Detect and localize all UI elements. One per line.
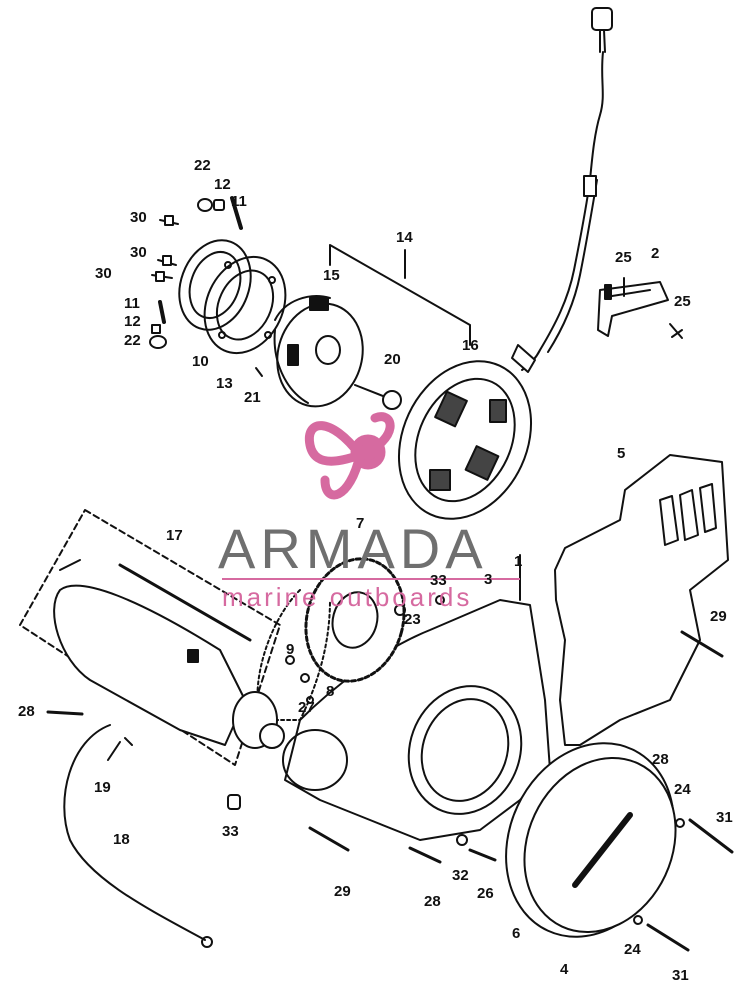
callout-26: 26: [477, 885, 494, 902]
part-8: [300, 673, 310, 683]
callout-10: 10: [192, 353, 209, 370]
bolt-28-bottom: [408, 846, 442, 864]
callout-28b: 28: [652, 751, 669, 768]
bolt-28-left: [46, 710, 84, 716]
callout-28c: 28: [424, 893, 441, 910]
part-9: [285, 655, 295, 665]
callout-24b: 24: [624, 941, 641, 958]
cable-18: [63, 724, 206, 941]
cover-5: [554, 454, 729, 746]
bolt-20: [354, 384, 402, 410]
callout-24a: 24: [674, 781, 691, 798]
side-cover-4: [523, 756, 677, 934]
callout-21: 21: [244, 389, 261, 406]
callout-30a: 30: [130, 209, 147, 226]
callout-25b: 25: [674, 293, 691, 310]
washer-24-lower: [633, 915, 643, 925]
bracket-2: [597, 277, 683, 339]
callout-15: 15: [323, 267, 340, 284]
callout-30b: 30: [130, 244, 147, 261]
wire-harness: [511, 7, 613, 373]
washer-32: [456, 834, 468, 846]
callout-20: 20: [384, 351, 401, 368]
callout-31a: 31: [716, 809, 733, 826]
callout-33b: 33: [222, 823, 239, 840]
starter-frame-17: [19, 509, 281, 766]
washer-24-upper: [675, 818, 685, 828]
callout-12b: 12: [124, 313, 141, 330]
callout-6: 6: [512, 925, 521, 942]
callout-9: 9: [286, 641, 295, 658]
bolt-26: [468, 848, 497, 862]
callout-30c: 30: [95, 265, 112, 282]
callout-27: 27: [298, 699, 315, 716]
callout-32: 32: [452, 867, 469, 884]
callout-11a: 11: [231, 193, 247, 210]
callout-1: 1: [514, 553, 523, 570]
callout-2: 2: [651, 245, 660, 262]
callout-22b: 22: [124, 332, 141, 349]
callout-22a: 22: [194, 157, 211, 174]
starter-motor: [53, 559, 285, 749]
callout-4: 4: [560, 961, 569, 978]
callout-5: 5: [617, 445, 626, 462]
callout-25a: 25: [615, 249, 632, 266]
rotor-15: [273, 295, 364, 408]
gasket-13: [203, 255, 287, 355]
leader-14: [329, 244, 471, 346]
bolt-29-bottom: [308, 826, 350, 852]
callout-29a: 29: [710, 608, 727, 625]
callout-16: 16: [462, 337, 479, 354]
part-27: [306, 696, 314, 704]
propeller-icon: [304, 412, 395, 500]
bolt-29-right: [680, 630, 724, 658]
callout-17: 17: [166, 527, 183, 544]
part-23: [394, 604, 406, 616]
callout-28a: 28: [18, 703, 35, 720]
callout-18: 18: [113, 831, 130, 848]
watermark-rule: [222, 578, 520, 580]
callout-14: 14: [396, 229, 413, 246]
callout-23: 23: [404, 611, 421, 628]
dowels-11-12-22: [149, 196, 243, 349]
callout-7: 7: [356, 515, 365, 532]
dowel-33: [227, 794, 241, 810]
key-21: [255, 367, 263, 377]
terminal-19: [107, 737, 133, 761]
bolt-31-lower: [646, 923, 690, 952]
watermark-brand: ARMADA: [218, 517, 488, 580]
bolt-31-upper: [688, 818, 734, 854]
sprocket-7: [304, 557, 406, 683]
plate-10: [178, 239, 252, 331]
callout-13: 13: [216, 375, 233, 392]
stator-16: [397, 360, 533, 520]
callout-12a: 12: [214, 176, 231, 193]
callout-8: 8: [326, 683, 335, 700]
screws-30: [151, 215, 179, 282]
callout-31b: 31: [672, 967, 689, 984]
callout-3: 3: [484, 571, 493, 588]
crankcase-cover-1: [282, 554, 551, 841]
dowel-33-upper: [435, 595, 445, 605]
callout-33a: 33: [430, 572, 447, 589]
callout-19: 19: [94, 779, 111, 796]
callout-29b: 29: [334, 883, 351, 900]
watermark-tagline: marine outboards: [222, 582, 473, 612]
cable-terminal: [201, 936, 213, 948]
callout-11b: 11: [124, 295, 140, 312]
